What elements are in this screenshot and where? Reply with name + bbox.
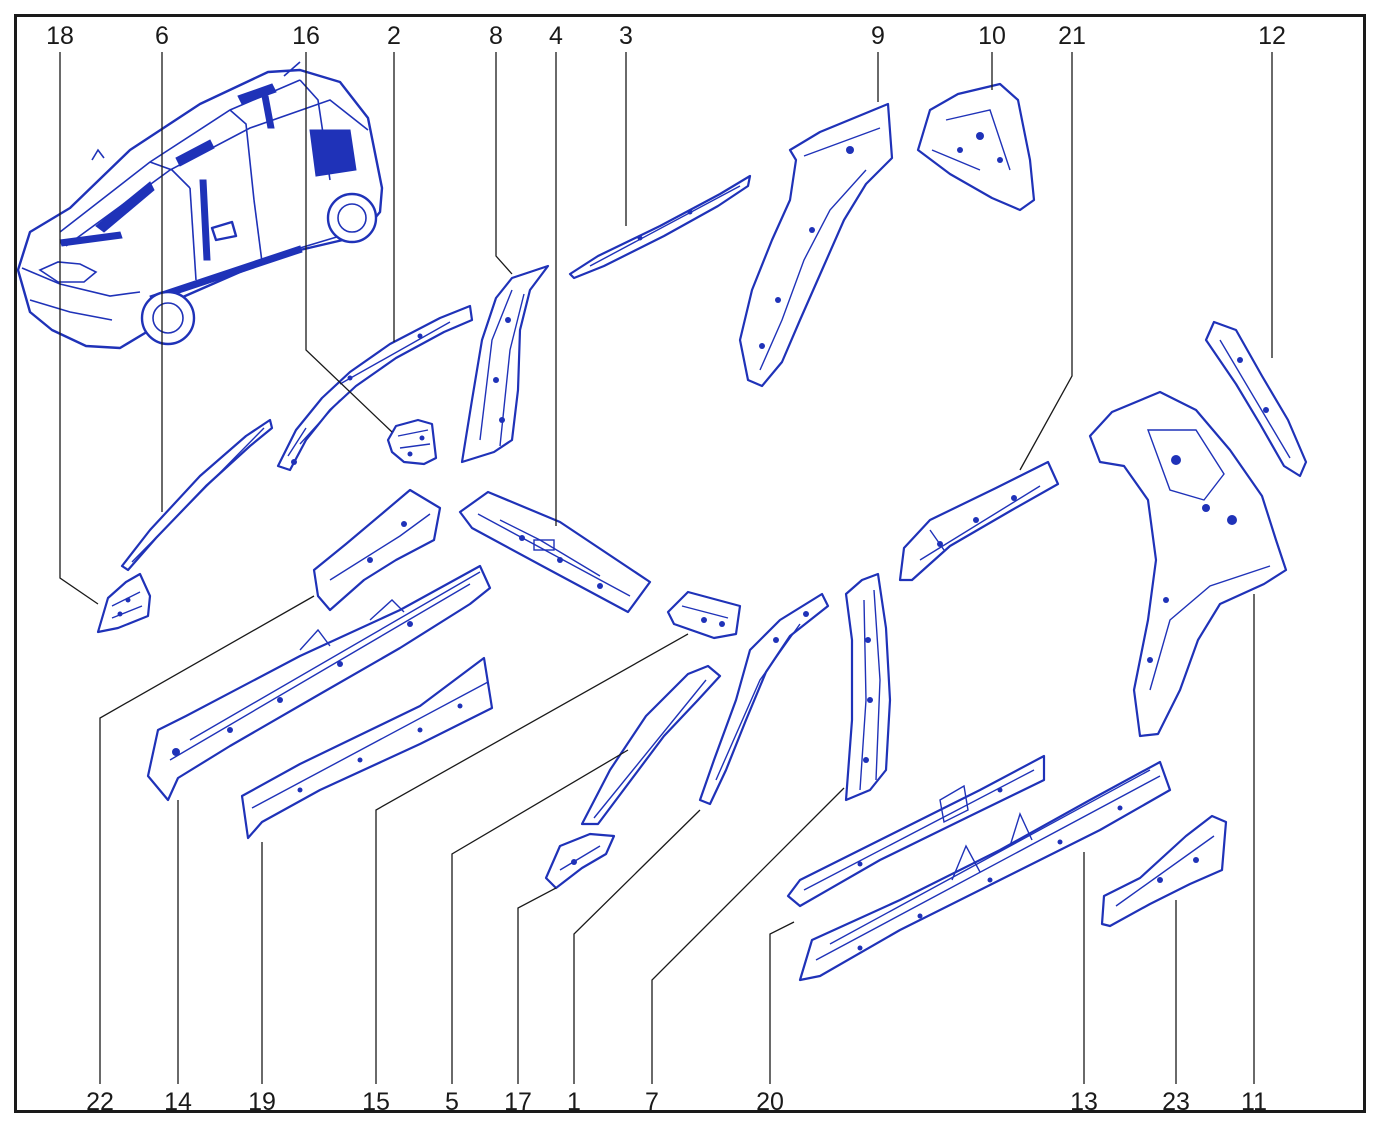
callout-4: 4	[549, 22, 563, 50]
callout-2: 2	[387, 22, 401, 50]
callout-3: 3	[619, 22, 633, 50]
part-5	[580, 664, 722, 826]
callout-18: 18	[46, 22, 74, 50]
part-6	[120, 418, 274, 572]
bottom-callouts: 22 14 19 15 5 17 1 7 20 13 23 11	[86, 1088, 1267, 1116]
part-7	[844, 572, 892, 802]
callout-10: 10	[978, 22, 1006, 50]
part-23	[1100, 814, 1228, 928]
top-callouts: 18 6 16 2 8 4 3 9 10 21 12	[46, 22, 1286, 50]
part-2	[276, 304, 474, 472]
part-18	[96, 572, 152, 634]
part-1	[698, 592, 830, 806]
callout-16: 16	[292, 22, 320, 50]
part-10	[916, 82, 1036, 212]
callout-9: 9	[871, 22, 885, 50]
leader-lines	[59, 52, 1273, 1084]
part-21	[898, 460, 1060, 582]
callout-6: 6	[155, 22, 169, 50]
part-11	[1088, 390, 1288, 738]
vehicle-overview-illustration	[16, 61, 384, 350]
callout-13: 13	[1070, 1088, 1098, 1116]
part-9	[738, 102, 894, 388]
callout-19: 19	[248, 1088, 276, 1116]
part-22	[312, 488, 442, 612]
part-8	[460, 264, 550, 464]
callout-17: 17	[504, 1088, 532, 1116]
callout-15: 15	[362, 1088, 390, 1116]
callout-23: 23	[1162, 1088, 1190, 1116]
part-14	[146, 564, 492, 802]
callout-8: 8	[489, 22, 503, 50]
part-16	[386, 418, 438, 466]
part-17	[544, 832, 616, 890]
callout-21: 21	[1058, 22, 1086, 50]
callout-11: 11	[1241, 1088, 1267, 1116]
part-19	[240, 656, 494, 840]
part-13	[798, 760, 1172, 982]
part-3	[568, 174, 752, 280]
part-12	[1204, 320, 1308, 478]
callout-20: 20	[756, 1088, 784, 1116]
part-4	[458, 490, 652, 614]
callout-7: 7	[645, 1088, 659, 1116]
part-20	[786, 754, 1046, 908]
callout-12: 12	[1258, 22, 1286, 50]
callout-1: 1	[567, 1088, 581, 1116]
callout-14: 14	[164, 1088, 192, 1116]
part-15	[666, 590, 742, 640]
callout-22: 22	[86, 1088, 114, 1116]
callout-5: 5	[445, 1088, 459, 1116]
